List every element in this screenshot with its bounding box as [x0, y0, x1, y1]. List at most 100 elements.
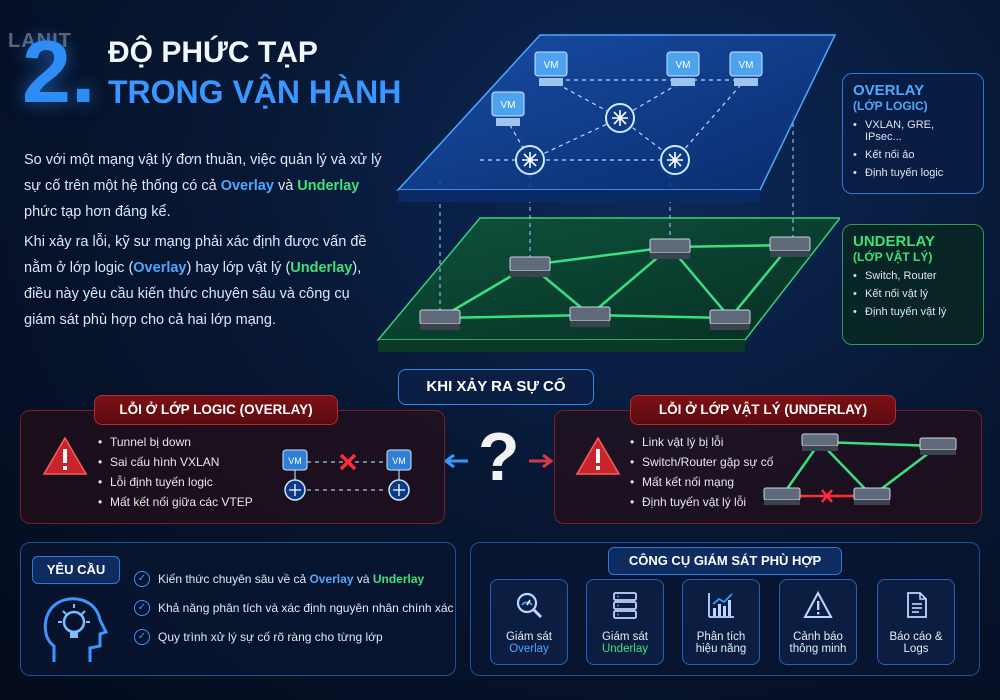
requirement-item-2: ✓ Khả năng phân tích và xác định nguyên …	[134, 600, 454, 616]
list-item: Định tuyến vật lý lỗi	[630, 495, 773, 509]
monitoring-tools-title: CÔNG CỤ GIÁM SÁT PHÙ HỢP	[608, 547, 842, 575]
overlay-title: OVERLAY	[853, 82, 925, 99]
tool-card-alerts: Cảnh báo thông minh	[779, 579, 857, 665]
warning-icon	[575, 436, 621, 475]
overlay-error-list: Tunnel bị down Sai cấu hình VXLAN Lỗi đị…	[98, 435, 253, 515]
network-layers-diagram: VM VM VM VM	[376, 34, 840, 352]
underlay-error-list: Link vật lý bị lỗi Switch/Router gặp sự …	[630, 435, 773, 515]
requirement-text: Kiến thức chuyên sâu về cả Overlay và Un…	[158, 572, 424, 586]
overlay-error-title: LỖI Ở LỚP LOGIC (OVERLAY)	[94, 395, 338, 425]
fault-x-icon	[339, 453, 357, 471]
list-item: Tunnel bị down	[98, 435, 253, 449]
underlay-keyword: Underlay	[297, 178, 360, 194]
logical-router-icon	[284, 479, 306, 501]
overlay-info-box: OVERLAY (LỚP LOGIC) VXLAN, GRE, IPsec...…	[842, 73, 984, 194]
vm-icon: VM	[386, 449, 412, 471]
overlay-subtitle: (LỚP LOGIC)	[853, 99, 928, 113]
overlay-features: VXLAN, GRE, IPsec... Kết nối ảo Định tuy…	[853, 119, 973, 179]
vm-label: VM	[739, 60, 754, 71]
requirements-label: YÊU CẦU	[32, 556, 120, 584]
logical-router-icon	[388, 479, 410, 501]
vm-label: VM	[392, 456, 406, 466]
arrow-right-icon	[529, 454, 554, 468]
physical-switch-icon	[853, 487, 891, 505]
vm-icon: VM	[534, 51, 568, 86]
tool-card-performance: Phân tích hiệu năng	[682, 579, 760, 665]
tool-label: Giám sát	[601, 631, 648, 643]
arrow-left-icon	[443, 454, 468, 468]
tool-label: Logs	[903, 643, 929, 655]
list-item: Định tuyến logic	[853, 167, 973, 179]
vm-label: VM	[501, 100, 516, 111]
vm-icon: VM	[666, 51, 700, 86]
tool-label: Giám sát	[505, 631, 552, 643]
check-icon: ✓	[134, 629, 150, 645]
check-icon: ✓	[134, 571, 150, 587]
intro-text: phức tạp hơn đáng kể.	[24, 204, 171, 220]
intro-paragraph-1: So với một mạng vật lý đơn thuần, việc q…	[24, 147, 384, 225]
underlay-title: UNDERLAY	[853, 233, 935, 250]
fault-x-icon	[821, 489, 833, 503]
intro-text: và	[273, 178, 298, 194]
tool-label: Phân tích	[696, 631, 746, 643]
page-title-line1: ĐỘ PHỨC TẠP	[108, 36, 318, 69]
tool-card-reports: Báo cáo & Logs	[877, 579, 955, 665]
question-mark: ?	[478, 419, 520, 495]
overlay-keyword: Overlay	[309, 572, 354, 586]
overlay-keyword: Overlay	[133, 260, 187, 276]
tool-card-underlay: Giám sát Underlay	[586, 579, 664, 665]
overlay-fault-diagram: VM VM	[282, 449, 412, 501]
tool-label: Cảnh báo	[793, 631, 843, 643]
tool-label: hiệu năng	[695, 643, 747, 655]
vm-icon: VM	[491, 91, 525, 126]
incident-label: KHI XẢY RA SỰ CỐ	[398, 369, 594, 405]
tool-card-overlay: Giám sát Overlay	[490, 579, 568, 665]
tool-label-highlight: Overlay	[509, 643, 549, 655]
physical-switch-icon	[709, 309, 751, 330]
vm-icon: VM	[282, 449, 308, 471]
list-item: Mất kết nối mạng	[630, 475, 773, 489]
overlay-keyword: Overlay	[220, 178, 274, 194]
underlay-subtitle: (LỚP VẬT LÝ)	[853, 250, 933, 264]
requirement-text: Quy trình xử lý sự cố rõ ràng cho từng l…	[158, 630, 383, 644]
head-lightbulb-icon	[43, 597, 109, 662]
physical-switch-icon	[763, 487, 801, 505]
warning-icon	[803, 590, 833, 618]
underlay-info-box: UNDERLAY (LỚP VẬT LÝ) Switch, Router Kết…	[842, 224, 984, 345]
intro-text: ), điều này yêu cầu kiến thức chuyên sâu…	[24, 260, 362, 328]
list-item: Sai cấu hình VXLAN	[98, 455, 253, 469]
physical-switch-icon	[569, 306, 611, 327]
vm-label: VM	[676, 60, 691, 71]
tool-label: thông minh	[789, 643, 847, 655]
physical-switch-icon	[419, 309, 461, 330]
list-item: VXLAN, GRE, IPsec...	[853, 119, 973, 143]
list-item: Switch/Router gặp sự cố	[630, 455, 773, 469]
page-title-line2: TRONG VẬN HÀNH	[108, 74, 402, 110]
bar-chart-icon	[708, 593, 734, 618]
list-item: Kết nối ảo	[853, 149, 973, 161]
brand-logo: LANIT	[8, 30, 72, 52]
vm-label: VM	[544, 60, 559, 71]
logical-router-icon	[660, 145, 690, 175]
vm-label: VM	[288, 456, 302, 466]
intro-text: ) hay lớp vật lý (	[186, 260, 291, 276]
underlay-features: Switch, Router Kết nối vật lý Định tuyến…	[853, 270, 973, 318]
intro-paragraph-2: Khi xảy ra lỗi, kỹ sư mạng phải xác định…	[24, 229, 384, 333]
logical-router-icon	[515, 145, 545, 175]
physical-switch-icon	[769, 236, 811, 257]
list-item: Mất kết nối giữa các VTEP	[98, 495, 253, 509]
physical-switch-icon	[649, 238, 691, 259]
warning-icon	[42, 436, 88, 475]
list-item: Định tuyến vật lý	[853, 306, 973, 318]
intro-text: Khi xảy ra lỗi, kỹ sư mạng phải xác định…	[24, 234, 367, 276]
requirement-text-part: và	[353, 572, 373, 586]
requirement-text-part: Kiến thức chuyên sâu về cả	[158, 572, 310, 586]
list-item: Link vật lý bị lỗi	[630, 435, 773, 449]
vm-icon: VM	[729, 51, 763, 86]
underlay-keyword: Underlay	[290, 260, 353, 276]
intro-text: So với một mạng vật lý đơn thuần, việc q…	[24, 152, 382, 194]
underlay-keyword: Underlay	[372, 572, 425, 586]
underlay-error-title: LỖI Ở LỚP VẬT LÝ (UNDERLAY)	[630, 395, 896, 425]
logical-router-icon	[605, 103, 635, 133]
requirement-text: Khả năng phân tích và xác định nguyên nh…	[158, 601, 454, 615]
